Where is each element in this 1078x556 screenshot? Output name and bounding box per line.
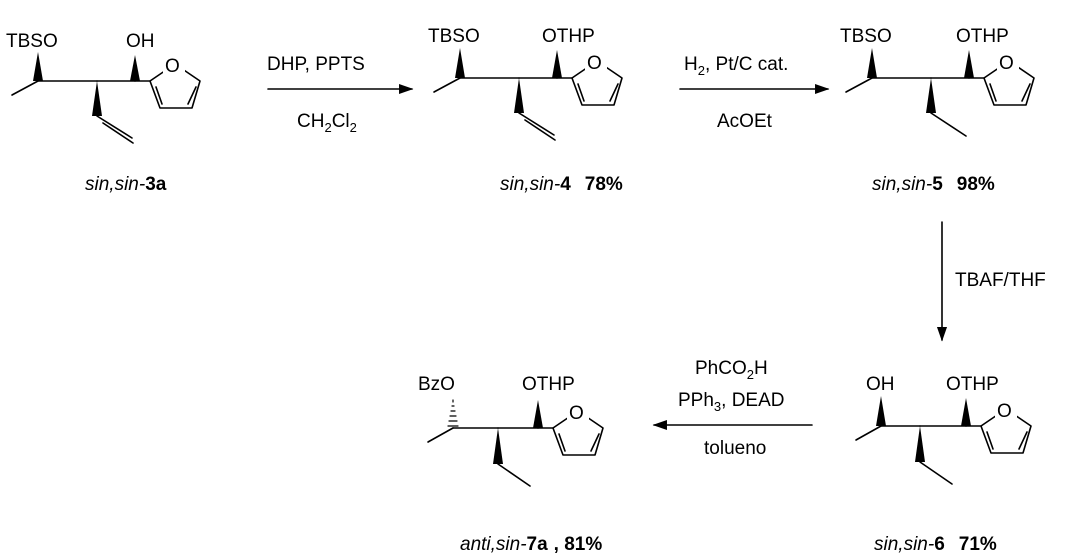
arrow-2-reagent-above: H2, Pt/C cat. <box>684 54 788 78</box>
arrow-4-solvent-bottom: tolueno <box>704 438 766 459</box>
wedge-bond <box>552 50 562 78</box>
wedge-bond <box>533 400 543 428</box>
compound-3a-bonds <box>11 52 201 144</box>
wedge-bond <box>961 398 971 426</box>
arrow-4-reagent-middle: PPh3, DEAD <box>678 390 785 414</box>
compound-7a-top-right-label: OTHP <box>522 374 575 395</box>
compound-5-ring-oxygen: O <box>999 53 1014 74</box>
compound-6-top-right-label: OTHP <box>946 374 999 395</box>
wedge-bond <box>915 426 925 462</box>
compound-4-top-right-label: OTHP <box>542 26 595 47</box>
compound-7a: BzO OTHP O anti,sin-7a, 81% <box>418 374 604 555</box>
compound-5-top-right-label: OTHP <box>956 26 1009 47</box>
wedge-bond <box>876 396 886 426</box>
compound-6-ring-oxygen: O <box>997 401 1012 422</box>
compound-5-top-left-label: TBSO <box>840 26 892 47</box>
arrow-step-3: TBAF/THF <box>936 221 1046 342</box>
compound-6-top-left-label: OH <box>866 374 895 395</box>
hashed-bond <box>447 399 459 427</box>
compound-3a-top-right-label: OH <box>126 31 155 52</box>
arrow-1-solvent-below: CH2Cl2 <box>297 111 357 135</box>
wedge-bond <box>493 428 503 464</box>
wedge-bond <box>92 81 102 116</box>
wedge-bond <box>964 50 974 78</box>
compound-7a-caption: anti,sin-7a, 81% <box>460 534 602 555</box>
wedge-bond <box>455 48 465 78</box>
compound-3a-ring-oxygen: O <box>165 56 180 77</box>
arrow-2-solvent-below: AcOEt <box>717 111 773 132</box>
wedge-bond <box>867 48 877 78</box>
arrow-4-reagent-top: PhCO2H <box>695 358 768 382</box>
compound-3a: TBSO OH O sin,sin-3a <box>6 31 201 195</box>
compound-3a-top-left-label: TBSO <box>6 31 58 52</box>
compound-3a-caption: sin,sin-3a <box>85 174 167 195</box>
wedge-bond <box>130 55 140 81</box>
wedge-bond <box>926 78 936 113</box>
compound-7a-top-left-label: BzO <box>418 374 455 395</box>
compound-6-bonds <box>855 396 1032 485</box>
compound-4-top-left-label: TBSO <box>428 26 480 47</box>
arrow-3-reagent-side: TBAF/THF <box>955 270 1046 291</box>
arrow-step-4: PhCO2H PPh3, DEAD tolueno <box>652 358 813 459</box>
compound-7a-ring-oxygen: O <box>569 403 584 424</box>
compound-4-ring-oxygen: O <box>587 53 602 74</box>
arrow-step-2: H2, Pt/C cat. AcOEt <box>679 54 830 132</box>
wedge-bond <box>33 52 43 81</box>
arrow-1-reagent-above: DHP, PPTS <box>267 54 365 75</box>
arrow-step-1: DHP, PPTS CH2Cl2 <box>267 54 414 135</box>
wedge-bond <box>514 78 524 113</box>
